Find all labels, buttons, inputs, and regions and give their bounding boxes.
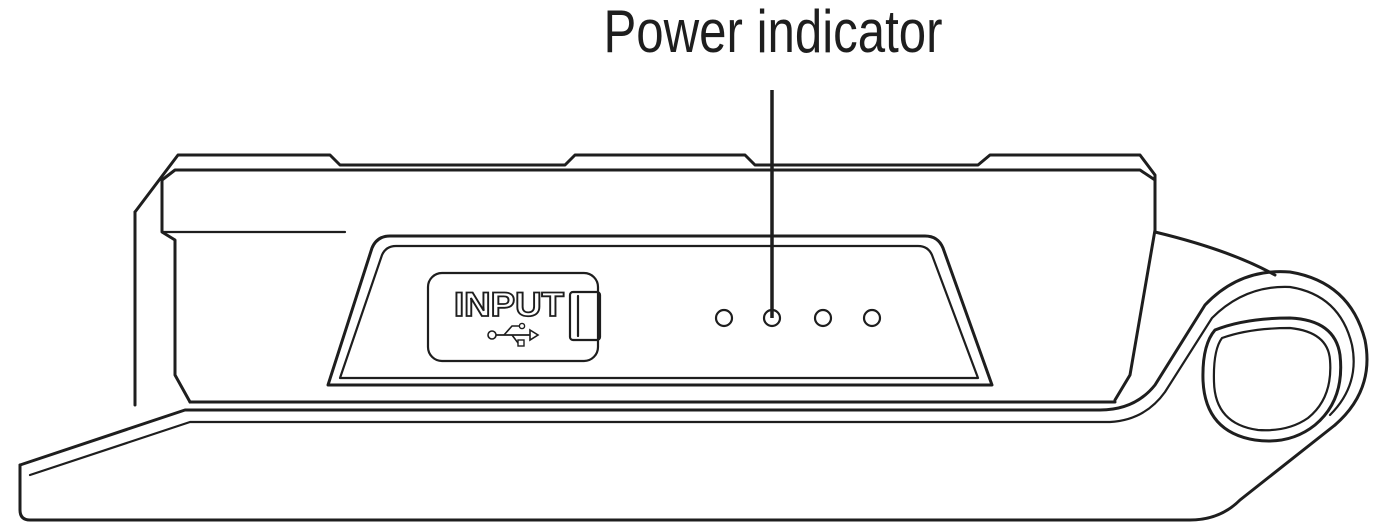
usb-icon: [487, 322, 540, 347]
device-base: [18, 230, 1369, 522]
port-label: INPUT: [454, 286, 564, 324]
front-panel: [326, 234, 994, 387]
indicator-leds: [714, 308, 882, 328]
power-indicator-label: Power indicator: [603, 0, 942, 65]
led-3: [813, 308, 833, 328]
led-1: [714, 308, 734, 328]
led-4: [862, 308, 882, 328]
device-body: [133, 153, 1157, 407]
port-frame: [426, 271, 600, 363]
input-port: INPUT: [426, 271, 602, 363]
led-2: [762, 308, 782, 328]
usb-cover-tab: [568, 290, 602, 342]
